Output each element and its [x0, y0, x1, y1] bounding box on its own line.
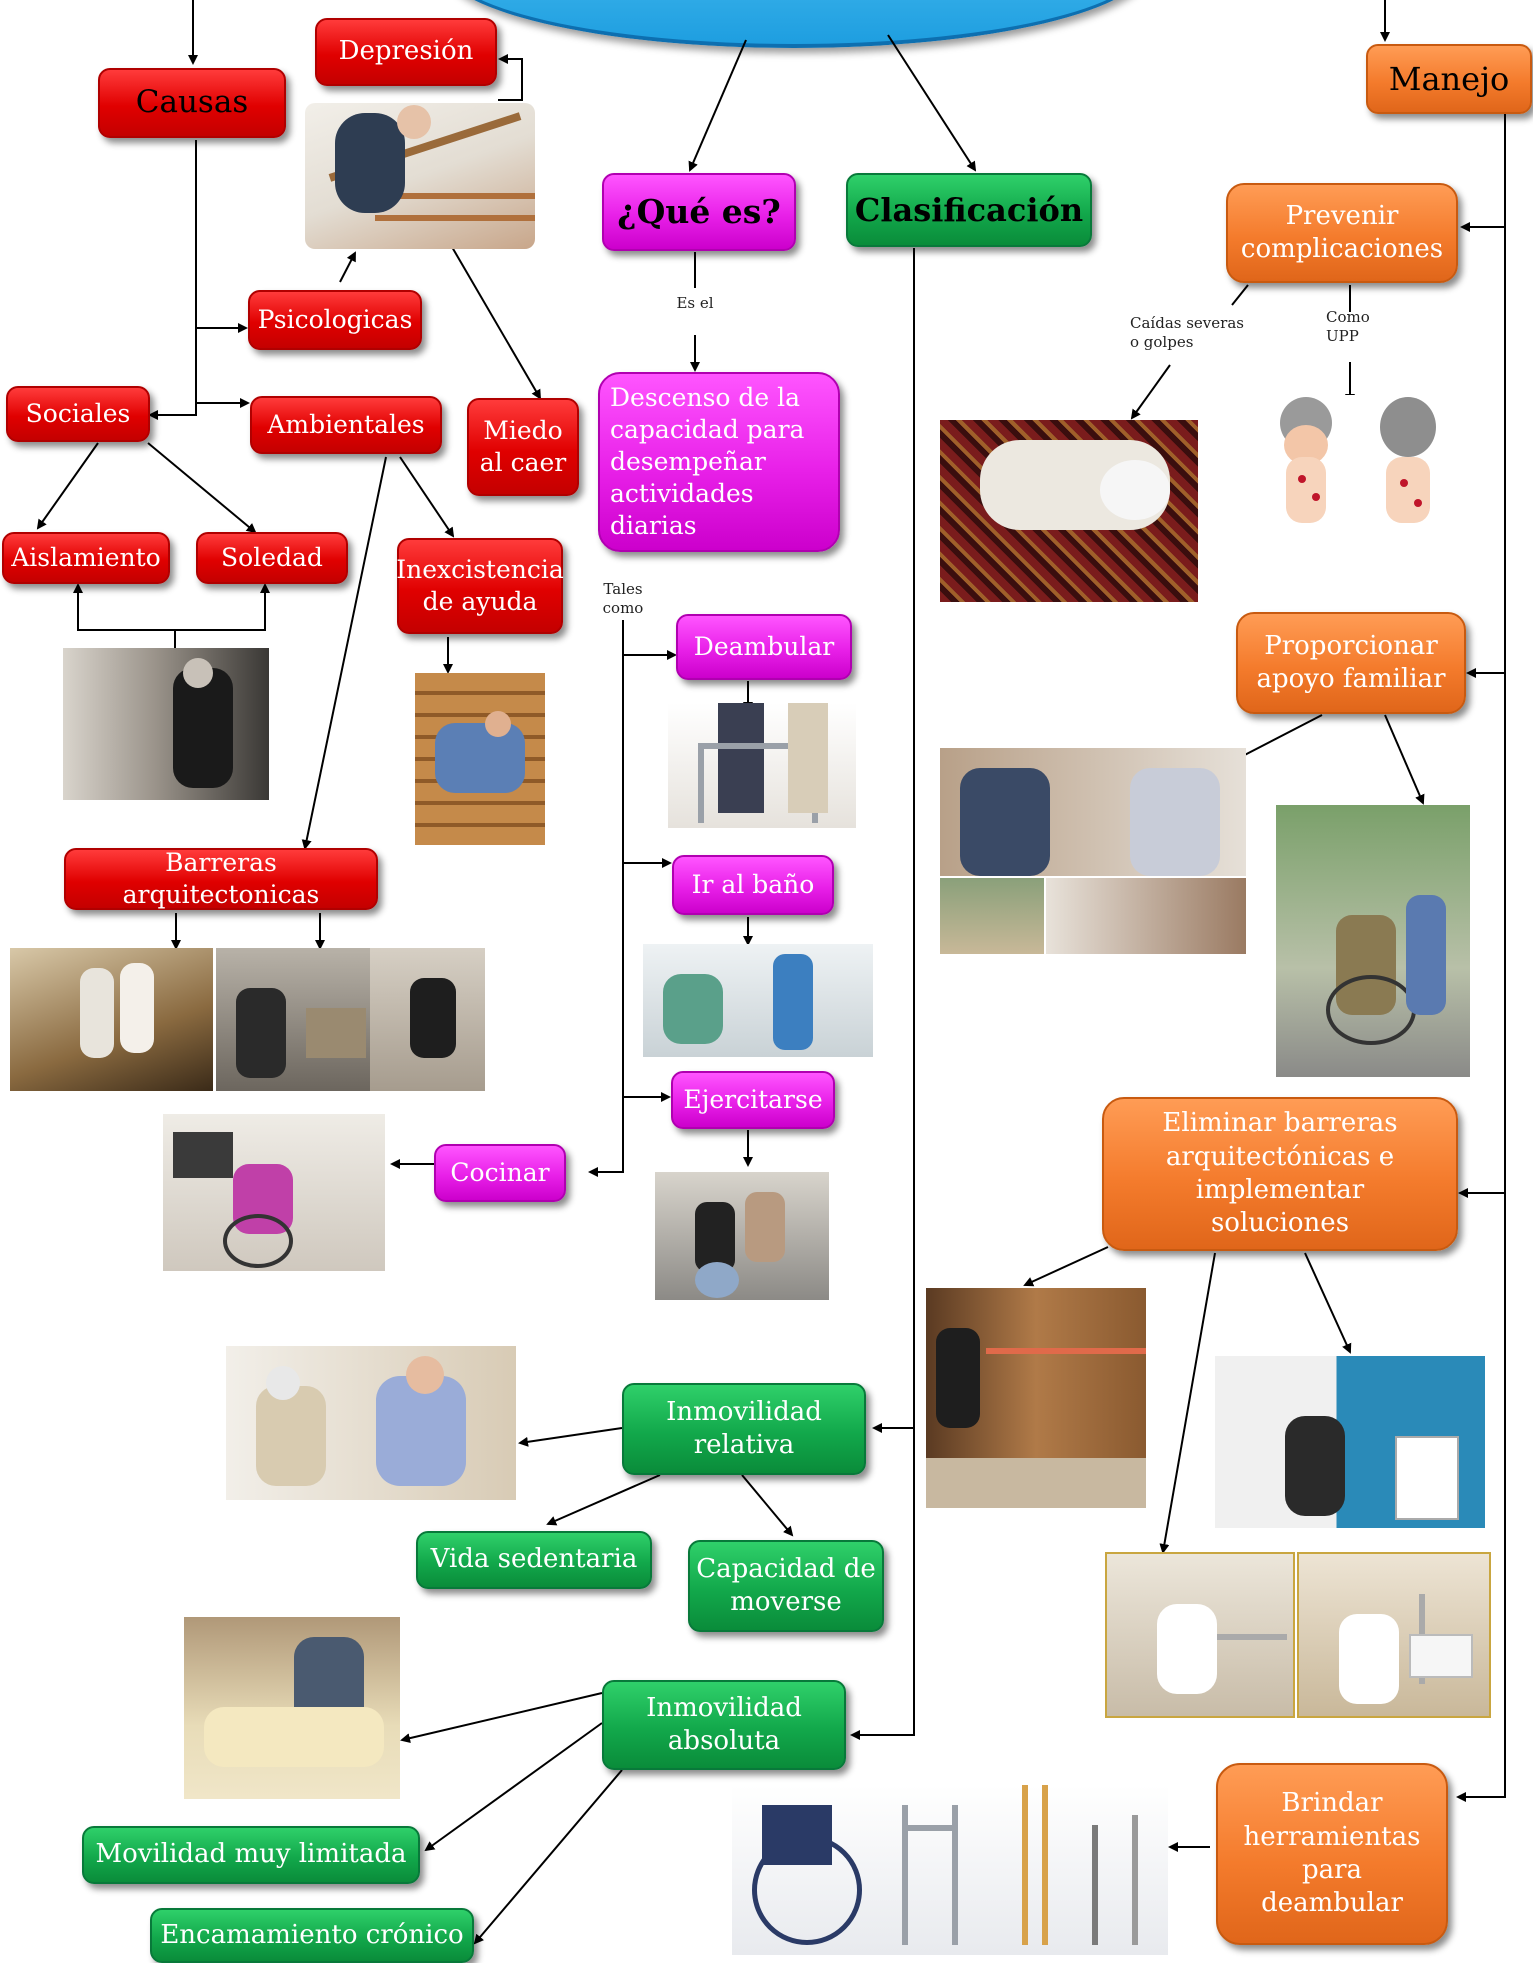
inexcistencia-node: Inexcistencia de ayuda [396, 538, 564, 634]
accessible-toilet-photo-2 [1297, 1552, 1491, 1718]
exercise-photo [655, 1172, 829, 1300]
capacidad-moverse-node: Capacidad de moverse [688, 1540, 884, 1632]
family-support-photo-1 [940, 748, 1246, 876]
brindar-node: Brindar herramientas para deambular [1216, 1763, 1448, 1945]
lonely-woman-photo [63, 648, 269, 800]
depresion-node: Depresión [315, 18, 497, 86]
sociales-node: Sociales [6, 386, 150, 442]
movilidad-limitada-node: Movilidad muy limitada [82, 1826, 420, 1884]
family-wheelchair-photo [1276, 805, 1470, 1077]
ejercitarse-node: Ejercitarse [671, 1071, 835, 1129]
deambular-node: Deambular [676, 614, 852, 680]
stairs-photo [305, 103, 535, 249]
barreras-node: Barreras arquitectonicas [64, 848, 378, 910]
que-es-node: ¿Qué es? [602, 173, 796, 251]
kitchen-wheelchair-photo [216, 948, 370, 1091]
bathroom-help-photo [643, 944, 873, 1057]
bedridden-photo [184, 1617, 400, 1799]
psicologicas-node: Psicologicas [248, 290, 422, 350]
causas-node: Causas [98, 68, 286, 138]
wheelchair-room-photo [370, 948, 485, 1091]
upp-illustration [1270, 395, 1450, 560]
stair-assist-photo [10, 948, 213, 1091]
miedo-node: Miedo al caer [467, 398, 579, 496]
fall-carpet-photo [940, 420, 1198, 602]
ambientales-node: Ambientales [250, 396, 442, 454]
fallen-stairs-photo [415, 673, 545, 845]
eliminar-node: Eliminar barreras arquitectónicas e impl… [1102, 1097, 1458, 1251]
cooking-wheelchair-photo [163, 1114, 385, 1271]
como-upp-label: Como UPP [1326, 308, 1370, 345]
accessible-toilet-photo-1 [1105, 1552, 1295, 1718]
walker-photo [668, 703, 856, 828]
tales-como-label: Tales como [602, 580, 644, 617]
family-support-photo-3 [1046, 878, 1246, 954]
clasificacion-node: Clasificación [846, 173, 1092, 247]
aislamiento-node: Aislamiento [2, 532, 170, 584]
manejo-node: Manejo [1366, 44, 1532, 114]
es-el-label: Es el [676, 294, 714, 312]
soledad-node: Soledad [196, 532, 348, 584]
handrail-corridor-photo [926, 1288, 1146, 1508]
vida-sedentaria-node: Vida sedentaria [416, 1531, 652, 1589]
family-support-photo-2 [940, 878, 1044, 954]
mobility-aids-photo [732, 1785, 1168, 1955]
cocinar-node: Cocinar [434, 1144, 566, 1202]
inmovilidad-absoluta-node: Inmovilidad absoluta [602, 1680, 846, 1770]
encamamiento-node: Encamamiento crónico [150, 1908, 474, 1963]
accessible-kitchen-photo [1215, 1356, 1485, 1528]
descenso-node: Descenso de la capacidad para desempeñar… [598, 372, 840, 552]
prevenir-node: Prevenir complicaciones [1226, 183, 1458, 283]
inmovilidad-relativa-node: Inmovilidad relativa [622, 1383, 866, 1475]
proporcionar-node: Proporcionar apoyo familiar [1236, 612, 1466, 714]
caidas-label: Caídas severas o golpes [1130, 314, 1244, 351]
elderly-couple-photo [226, 1346, 516, 1500]
ir-bano-node: Ir al baño [672, 855, 834, 915]
